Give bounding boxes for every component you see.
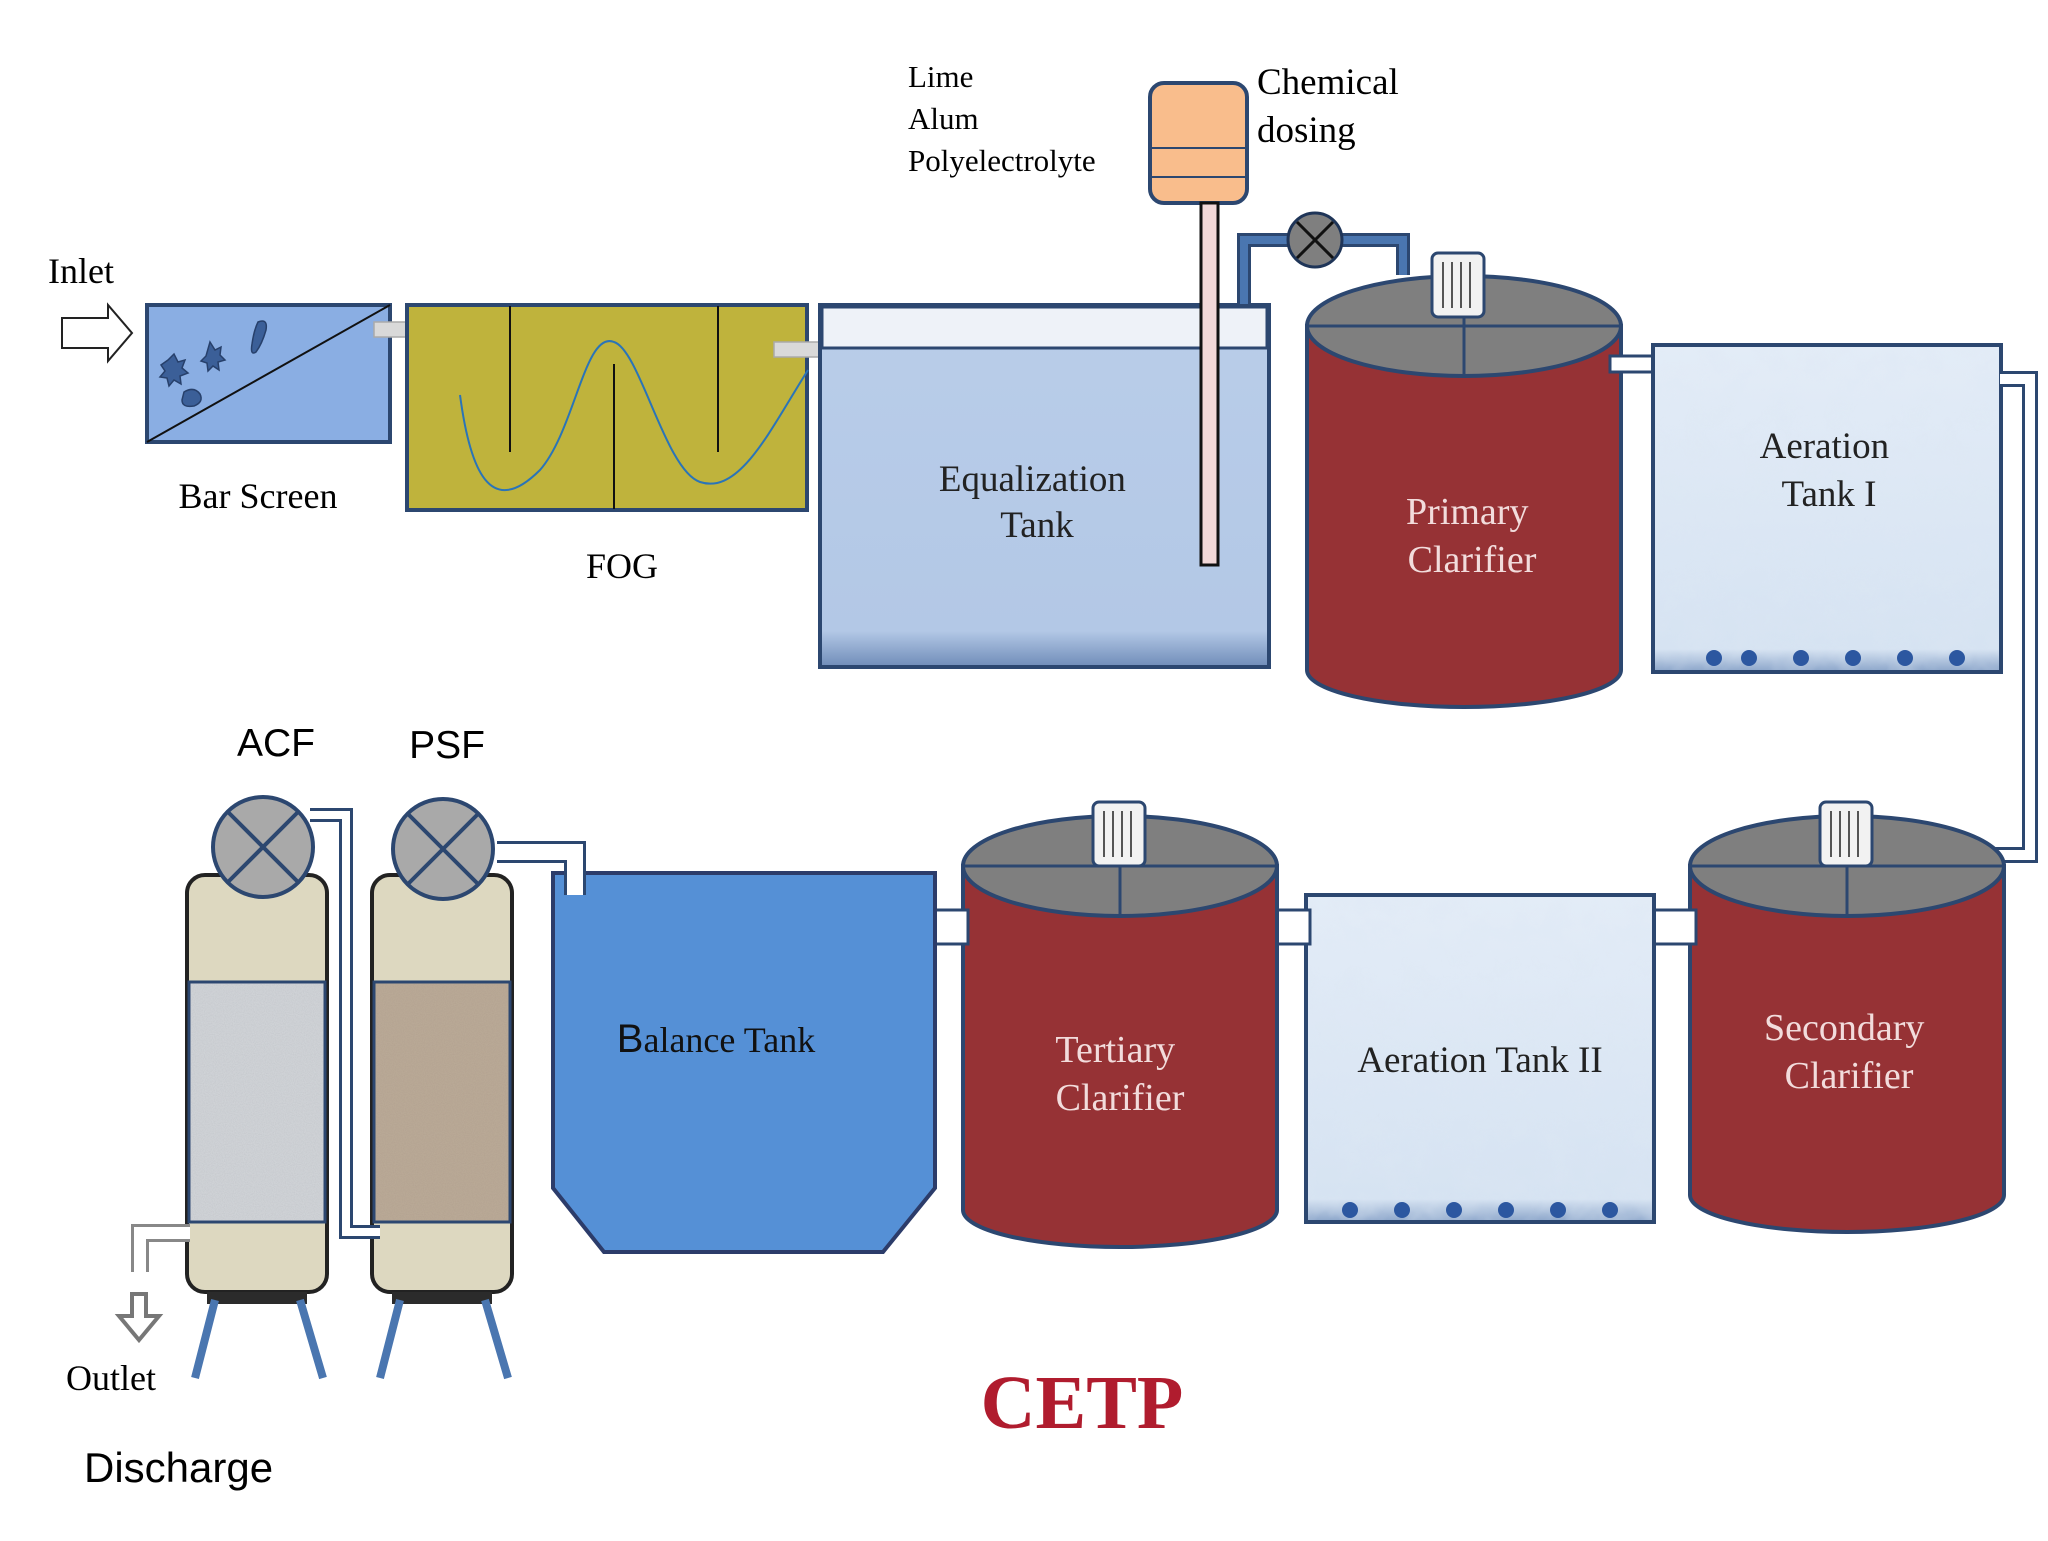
psf-filter — [370, 873, 514, 1380]
chemical-dosing-label: Chemical dosing — [1257, 62, 1408, 151]
outlet-arrow-icon — [114, 1292, 164, 1344]
aeration-tank-2 — [1304, 893, 1656, 1224]
discharge-label: Discharge — [84, 1444, 273, 1491]
balance-tank — [551, 871, 937, 1254]
primary-clarifier — [1305, 251, 1623, 709]
chemical-dosing-tank — [1148, 81, 1249, 567]
equalization-tank-label: Equalization Tank — [939, 459, 1135, 546]
inlet-label: Inlet — [48, 251, 114, 291]
aeration-tank-2-label: Aeration Tank II — [1357, 1040, 1602, 1081]
clarifier-motor-icon — [1430, 251, 1486, 319]
pipe-secondary-aeration2 — [1650, 908, 1698, 946]
equalization-tank — [818, 303, 1271, 669]
valve-icon — [1286, 211, 1344, 269]
tertiary-clarifier — [961, 800, 1279, 1249]
clarifier-motor-icon — [1818, 800, 1874, 868]
pipe-fog-equalization — [773, 341, 825, 358]
aeration-tank-1-label: Aeration Tank I — [1760, 426, 1899, 515]
bar-screen-label: Bar Screen — [179, 476, 338, 516]
pipe-primary-aeration1 — [1608, 354, 1657, 374]
acf-filter — [185, 873, 329, 1380]
acf-valve-icon — [211, 795, 315, 899]
psf-label: PSF — [409, 724, 485, 767]
outlet-label: Outlet — [66, 1358, 156, 1398]
fog-label: FOG — [586, 546, 658, 586]
diffuser-bubbles-1 — [1706, 650, 1965, 666]
acf-label: ACF — [237, 722, 315, 765]
debris-icon — [158, 320, 268, 408]
bar-screen — [145, 303, 392, 444]
chemicals-list: Lime Alum Polyelectrolyte — [908, 59, 1096, 178]
balance-tank-label: Balance Tank — [617, 1017, 815, 1061]
fog-tank — [405, 303, 809, 512]
secondary-clarifier — [1688, 800, 2006, 1234]
diagram-title: CETP — [981, 1361, 1184, 1445]
diffuser-bubbles-2 — [1342, 1202, 1618, 1218]
tertiary-clarifier-label: Tertiary Clarifier — [1055, 1029, 1184, 1119]
primary-clarifier-label: Primary Clarifier — [1406, 491, 1538, 581]
aeration-tank-1 — [1651, 343, 2003, 674]
secondary-clarifier-label: Secondary Clarifier — [1764, 1007, 1934, 1097]
clarifier-motor-icon — [1091, 800, 1147, 868]
psf-valve-icon — [391, 797, 495, 901]
inlet-arrow-icon — [61, 302, 134, 364]
